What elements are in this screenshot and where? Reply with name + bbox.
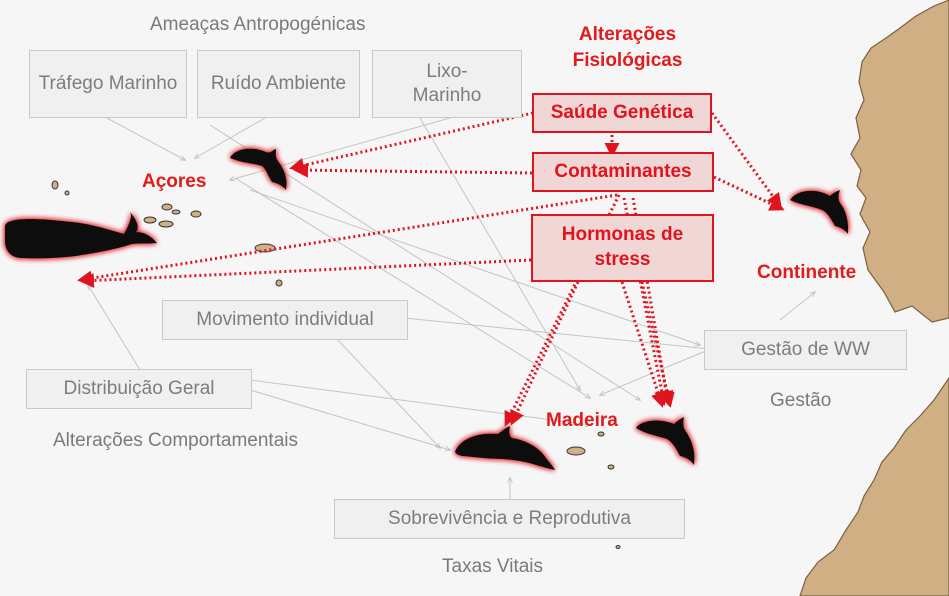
africa-landmass [799, 376, 949, 596]
iberia-landmass [850, 0, 949, 323]
behavioral-changes-heading: Alterações Comportamentais [53, 430, 298, 451]
vital-rates-heading: Taxas Vitais [442, 556, 544, 577]
mainland-label: Continente [757, 262, 857, 283]
marine-traffic-box: Tráfego Marinho [29, 50, 187, 118]
sperm-whale-icon [4, 212, 157, 259]
management-heading: Gestão [770, 390, 832, 411]
marine-litter-box: Lixo-Marinho [372, 50, 522, 118]
ambient-noise-box: Ruído Ambiente [197, 50, 360, 118]
dolphin-azores-icon [230, 148, 287, 190]
madeira-label: Madeira [546, 410, 618, 431]
general-distribution-box: Distribuição Geral [26, 369, 252, 409]
azores-label: Açores [142, 171, 207, 192]
anthropogenic-threats-heading: Ameaças Antropogénicas [150, 14, 366, 35]
individual-movement-box: Movimento individual [162, 300, 408, 340]
contaminants-box: Contaminantes [532, 152, 714, 192]
genetic-health-box: Saúde Genética [532, 93, 712, 133]
stress-hormones-box: Hormonas de stress [531, 214, 714, 282]
dolphin-madeira-icon [636, 417, 695, 465]
azores-islands [51, 180, 283, 287]
dolphin-mainland-icon [790, 190, 849, 234]
red-arrows [77, 111, 785, 427]
madeira-islands [566, 431, 621, 549]
survival-reproduction-box: Sobrevivência e Reprodutiva [334, 499, 685, 539]
pilot-whale-madeira-icon [455, 426, 555, 470]
ww-management-box: Gestão de WW [704, 330, 907, 370]
physiological-changes-heading: Alterações Fisiológicas [572, 24, 683, 71]
